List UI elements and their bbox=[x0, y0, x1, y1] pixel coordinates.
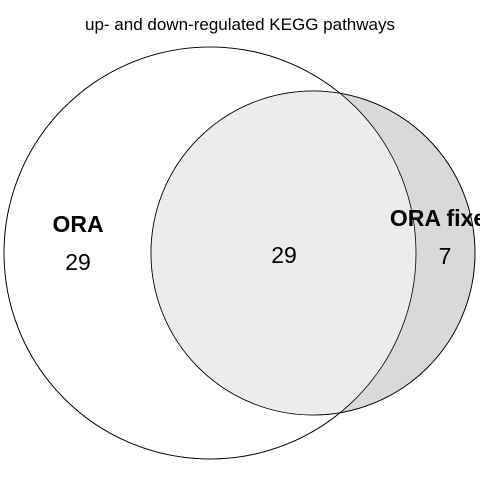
set-circle-ora-fixed-outline bbox=[150, 90, 476, 416]
set-label-ora-fixed: ORA fixed bbox=[390, 205, 480, 231]
intersection-count: 29 bbox=[271, 242, 297, 268]
set-label-ora: ORA bbox=[52, 211, 103, 237]
set-count-ora-only: 29 bbox=[65, 249, 91, 275]
intersection-region bbox=[151, 91, 416, 415]
diagram-title: up- and down-regulated KEGG pathways bbox=[85, 15, 395, 34]
set-circle-ora-outline bbox=[3, 46, 417, 460]
set-count-ora-fixed-only: 7 bbox=[439, 243, 452, 269]
